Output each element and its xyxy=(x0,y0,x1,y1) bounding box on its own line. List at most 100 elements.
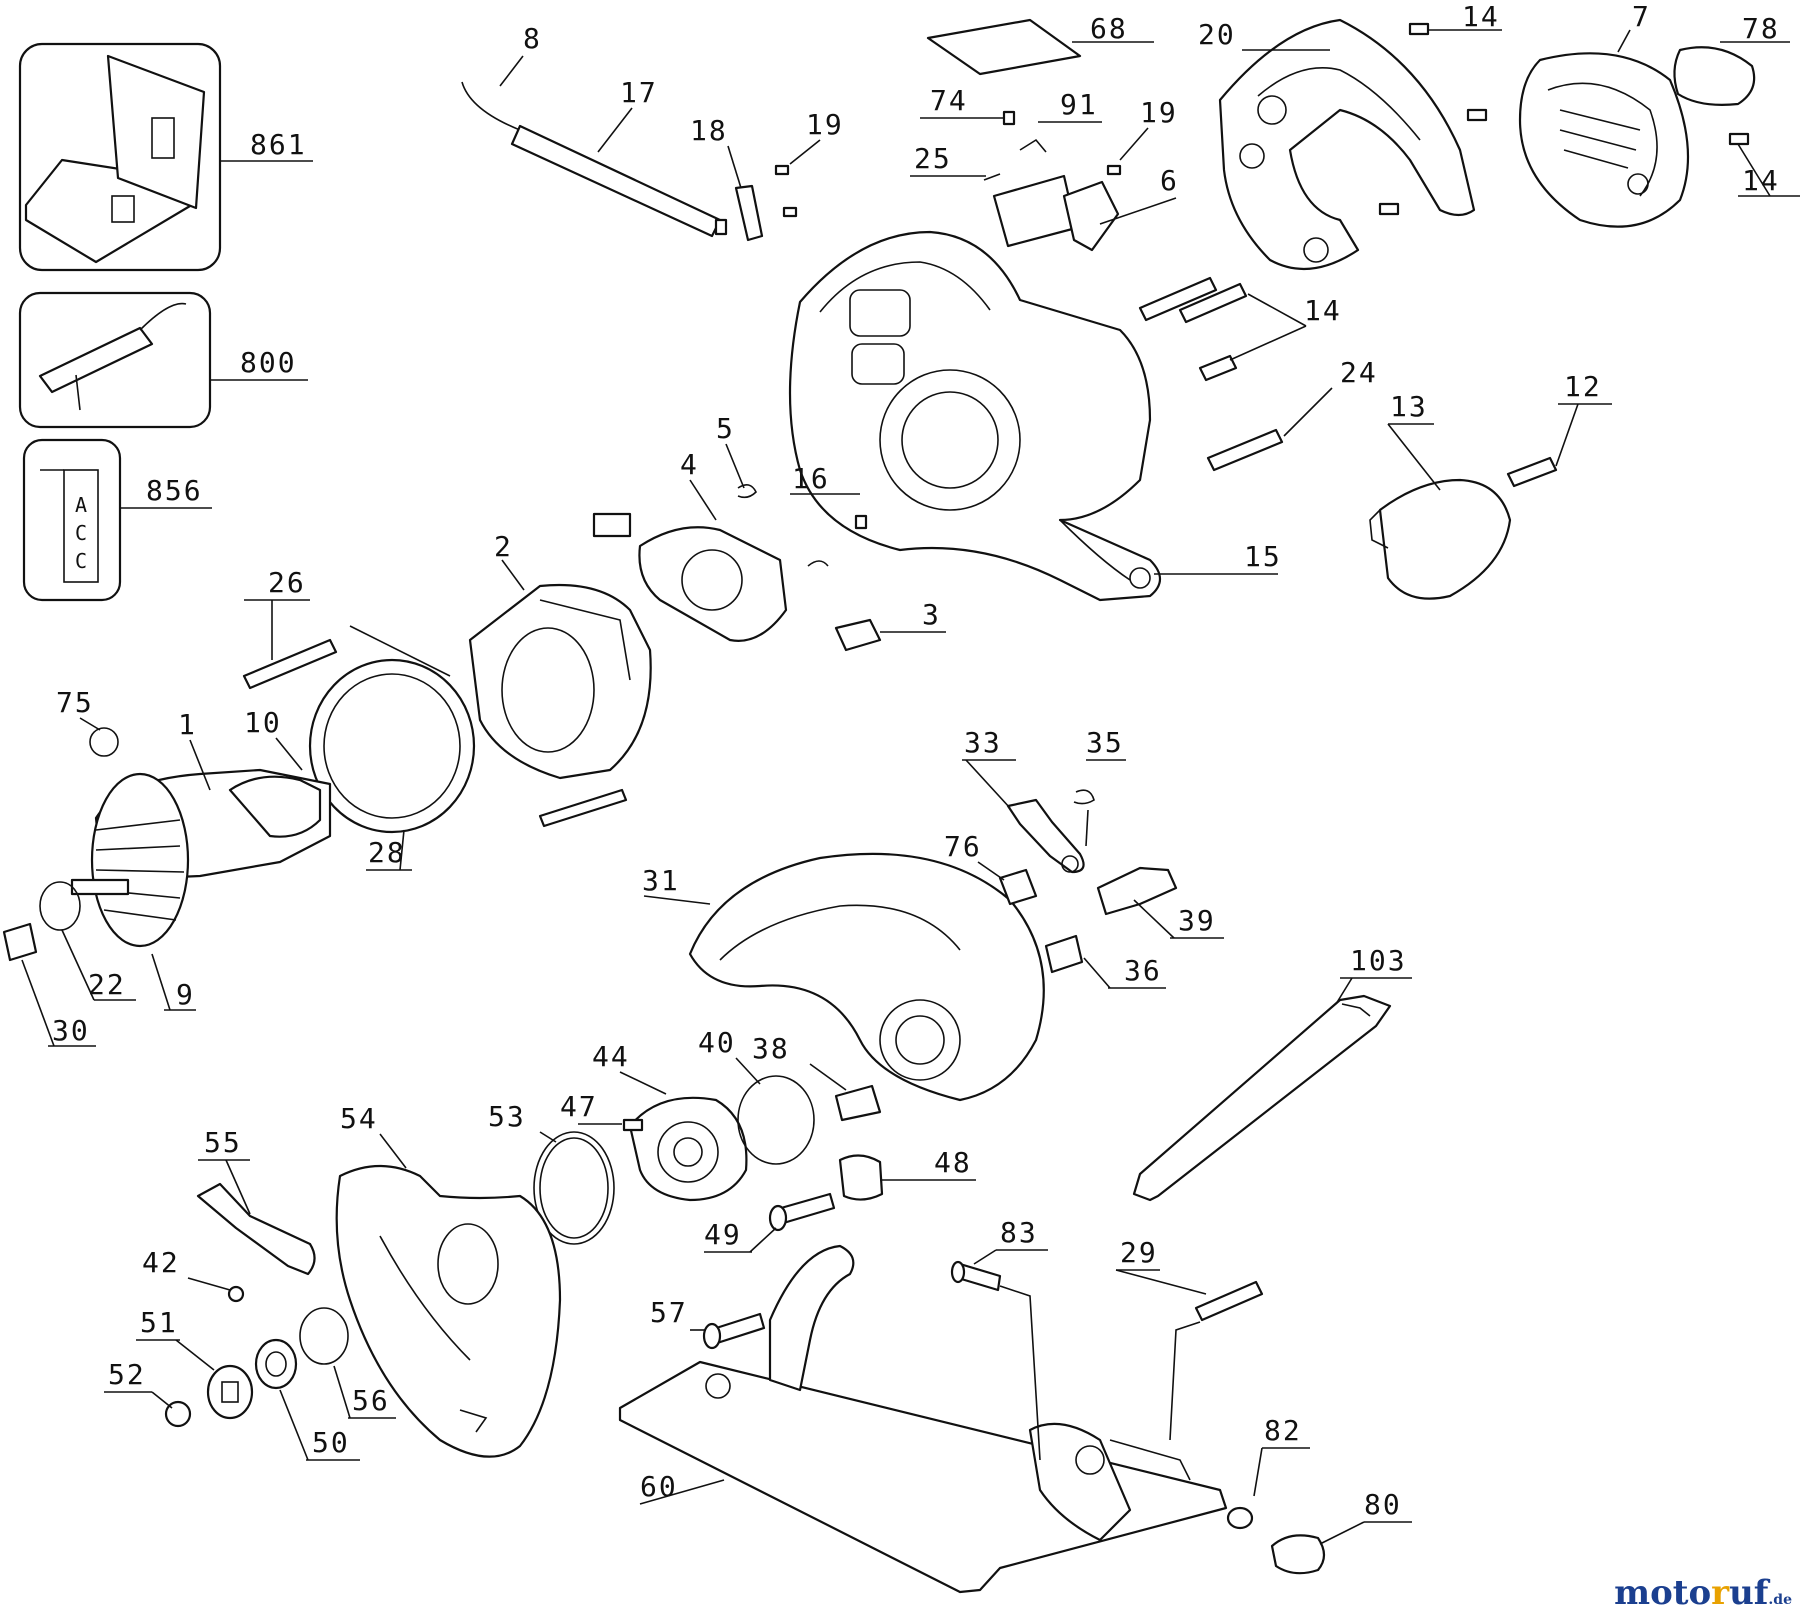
label-856: 856 xyxy=(146,474,203,507)
watermark-part-3: uf xyxy=(1729,1573,1769,1613)
part-103-wrench: 103 xyxy=(1132,944,1412,1202)
label-35: 35 xyxy=(1086,726,1124,759)
label-5: 5 xyxy=(716,412,735,445)
part-47-pin: 47 xyxy=(560,1090,644,1132)
label-18: 18 xyxy=(690,114,728,147)
label-9: 9 xyxy=(176,978,195,1011)
part-56-ring: 56 xyxy=(299,1307,396,1419)
label-39: 39 xyxy=(1178,904,1216,937)
part-switch-group: 74 91 25 6 19 xyxy=(910,84,1179,252)
label-83: 83 xyxy=(1000,1216,1038,1249)
part-44-bearing-plate: 44 xyxy=(592,1040,748,1202)
part-80-knob: 80 xyxy=(1270,1488,1412,1575)
part-76-bushing: 76 xyxy=(944,830,1038,906)
label-103: 103 xyxy=(1350,944,1407,977)
part-30-bearing: 30 xyxy=(2,922,96,1047)
label-10: 10 xyxy=(244,706,282,739)
part-29-pin: 29 xyxy=(1115,1236,1264,1441)
part-40-ring: 40 xyxy=(698,1026,815,1165)
label-14c: 14 xyxy=(1742,164,1780,197)
label-91: 91 xyxy=(1060,88,1098,121)
part-75-ring: 75 xyxy=(56,686,119,757)
label-1: 1 xyxy=(178,708,197,741)
part-16-screw: 16 xyxy=(790,462,868,530)
part-38-pad: 38 xyxy=(752,1032,882,1122)
label-15: 15 xyxy=(1244,540,1282,573)
label-28: 28 xyxy=(368,836,406,869)
inset-800-cord: 800 xyxy=(18,291,308,429)
label-52: 52 xyxy=(108,1358,146,1391)
label-14a: 14 xyxy=(1462,0,1500,33)
watermark-part-2: r xyxy=(1711,1573,1730,1613)
label-3: 3 xyxy=(922,598,941,631)
label-20: 20 xyxy=(1198,18,1236,51)
part-82-washer: 82 xyxy=(1226,1414,1310,1530)
label-82: 82 xyxy=(1264,1414,1302,1447)
label-8: 8 xyxy=(523,22,542,55)
label-31: 31 xyxy=(642,864,680,897)
label-40: 40 xyxy=(698,1026,736,1059)
label-16: 16 xyxy=(792,462,830,495)
label-33: 33 xyxy=(964,726,1002,759)
part-54-lower-guard: 54 xyxy=(335,1102,562,1458)
label-47: 47 xyxy=(560,1090,598,1123)
part-24-screw: 24 xyxy=(1206,356,1378,472)
watermark-part-1: moto xyxy=(1614,1573,1712,1613)
part-13-knob: 13 xyxy=(1369,390,1512,600)
part-78-cover: 78 xyxy=(1673,12,1790,106)
label-861: 861 xyxy=(250,128,307,161)
part-26-screw: 26 xyxy=(242,566,451,690)
part-55-lever: 55 xyxy=(196,1126,316,1276)
label-6: 6 xyxy=(1160,164,1179,197)
part-15-motor-housing: 15 xyxy=(788,230,1282,602)
label-42: 42 xyxy=(142,1246,180,1279)
part-42-screw: 42 xyxy=(142,1246,245,1303)
label-36: 36 xyxy=(1124,954,1162,987)
part-50-washer: 50 xyxy=(254,1338,360,1461)
label-50: 50 xyxy=(312,1426,350,1459)
label-24: 24 xyxy=(1340,356,1378,389)
label-25: 25 xyxy=(914,142,952,175)
label-7: 7 xyxy=(1632,0,1651,33)
part-7-end-cap: 7 xyxy=(1518,0,1690,228)
label-26: 26 xyxy=(268,566,306,599)
label-48: 48 xyxy=(934,1146,972,1179)
part-57-pin: 57 xyxy=(650,1296,766,1350)
label-14b: 14 xyxy=(1304,294,1342,327)
part-48-bearing: 48 xyxy=(838,1146,976,1201)
label-51: 51 xyxy=(140,1306,178,1339)
part-3-brush: 3 xyxy=(807,560,946,652)
part-2-field: 2 xyxy=(468,530,652,828)
label-2: 2 xyxy=(494,530,513,563)
part-36-spring: 36 xyxy=(1044,934,1166,989)
label-29: 29 xyxy=(1120,1236,1158,1269)
label-44: 44 xyxy=(592,1040,630,1073)
label-22: 22 xyxy=(88,968,126,1001)
label-53: 53 xyxy=(488,1100,526,1133)
part-22-ring: 22 xyxy=(39,881,136,1001)
label-56: 56 xyxy=(352,1384,390,1417)
part-49-shaft: 49 xyxy=(704,1192,836,1253)
acc-tag-letter-1: A xyxy=(75,493,87,517)
label-4: 4 xyxy=(680,448,699,481)
part-51-washer: 51 xyxy=(136,1306,254,1420)
label-12: 12 xyxy=(1564,370,1602,403)
label-13: 13 xyxy=(1390,390,1428,423)
label-80: 80 xyxy=(1364,1488,1402,1521)
label-78: 78 xyxy=(1742,12,1780,45)
label-19b: 19 xyxy=(1140,96,1178,129)
label-30: 30 xyxy=(52,1014,90,1047)
label-57: 57 xyxy=(650,1296,688,1329)
label-55: 55 xyxy=(204,1126,242,1159)
label-19a: 19 xyxy=(806,108,844,141)
acc-tag-letter-3: C xyxy=(75,549,87,573)
part-14-screw-right: 14 xyxy=(1728,132,1800,197)
part-14-housing-screws: 14 xyxy=(1138,276,1342,382)
part-1-armature: 1 10 xyxy=(70,706,332,948)
watermark-logo: motoruf.de xyxy=(1614,1573,1792,1613)
part-39-lock: 39 xyxy=(1096,866,1224,939)
part-31-upper-guard: 31 xyxy=(642,852,1045,1102)
label-49: 49 xyxy=(704,1218,742,1251)
